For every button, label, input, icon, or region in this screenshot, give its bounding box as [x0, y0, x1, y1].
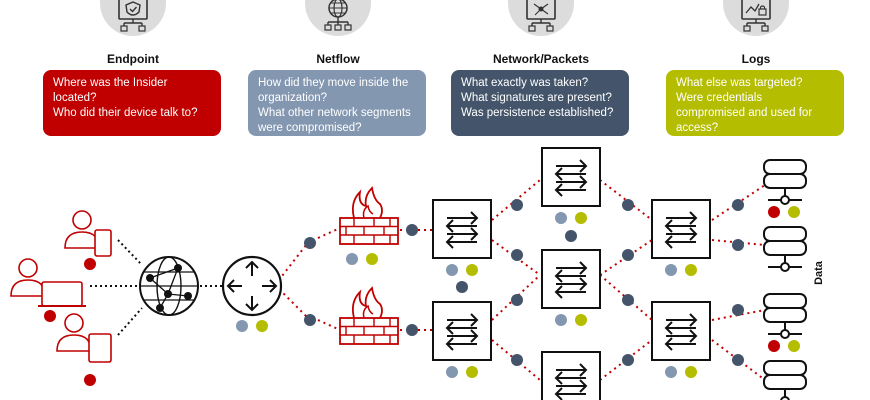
question: What signatures are present? [461, 92, 612, 104]
switch-right-bottom [651, 301, 711, 378]
question-card-logs: What else was targeted? Were credentials… [666, 70, 844, 136]
question-card-endpoint: Where was the Insider located? Who did t… [43, 70, 221, 136]
question: Where was the Insider located? [53, 77, 168, 104]
switch-right-top [651, 199, 711, 276]
question: What other network segments were comprom… [258, 107, 411, 134]
user-laptop [10, 258, 86, 322]
switch-left-top [432, 199, 492, 293]
question: How did they move inside the organizatio… [258, 77, 409, 104]
database-4 [763, 360, 807, 400]
user-tablet [56, 313, 112, 386]
data-label: Data [813, 261, 825, 285]
switch-mid-middle [541, 249, 601, 326]
database-2 [763, 226, 807, 272]
user-tablet-phone [64, 210, 112, 270]
connection-dots [304, 199, 744, 366]
question-card-netflow: How did they move inside the organizatio… [248, 70, 426, 136]
firewall-bottom [339, 287, 399, 345]
firewall-top [339, 187, 399, 265]
category-title: Endpoint [107, 52, 159, 66]
user-lines [90, 239, 222, 336]
question: What exactly was taken? [461, 77, 589, 89]
question: Who did their device talk to? [53, 107, 198, 119]
question: Was persistence established? [461, 107, 614, 119]
category-title: Netflow [316, 52, 360, 66]
router-icon [221, 255, 283, 332]
question: Were credentials compromised and used fo… [676, 92, 813, 134]
internet-globe-icon [139, 256, 199, 316]
question-card-network-packets: What exactly was taken? What signatures … [451, 70, 629, 136]
database-1 [763, 159, 807, 218]
switch-left-bottom [432, 301, 492, 378]
database-3 [763, 293, 807, 352]
switch-mid-bottom [541, 351, 601, 400]
category-title: Logs [741, 52, 771, 66]
switch-mid-top [541, 147, 601, 242]
question: What else was targeted? [676, 77, 803, 89]
category-title: Network/Packets [492, 52, 590, 66]
